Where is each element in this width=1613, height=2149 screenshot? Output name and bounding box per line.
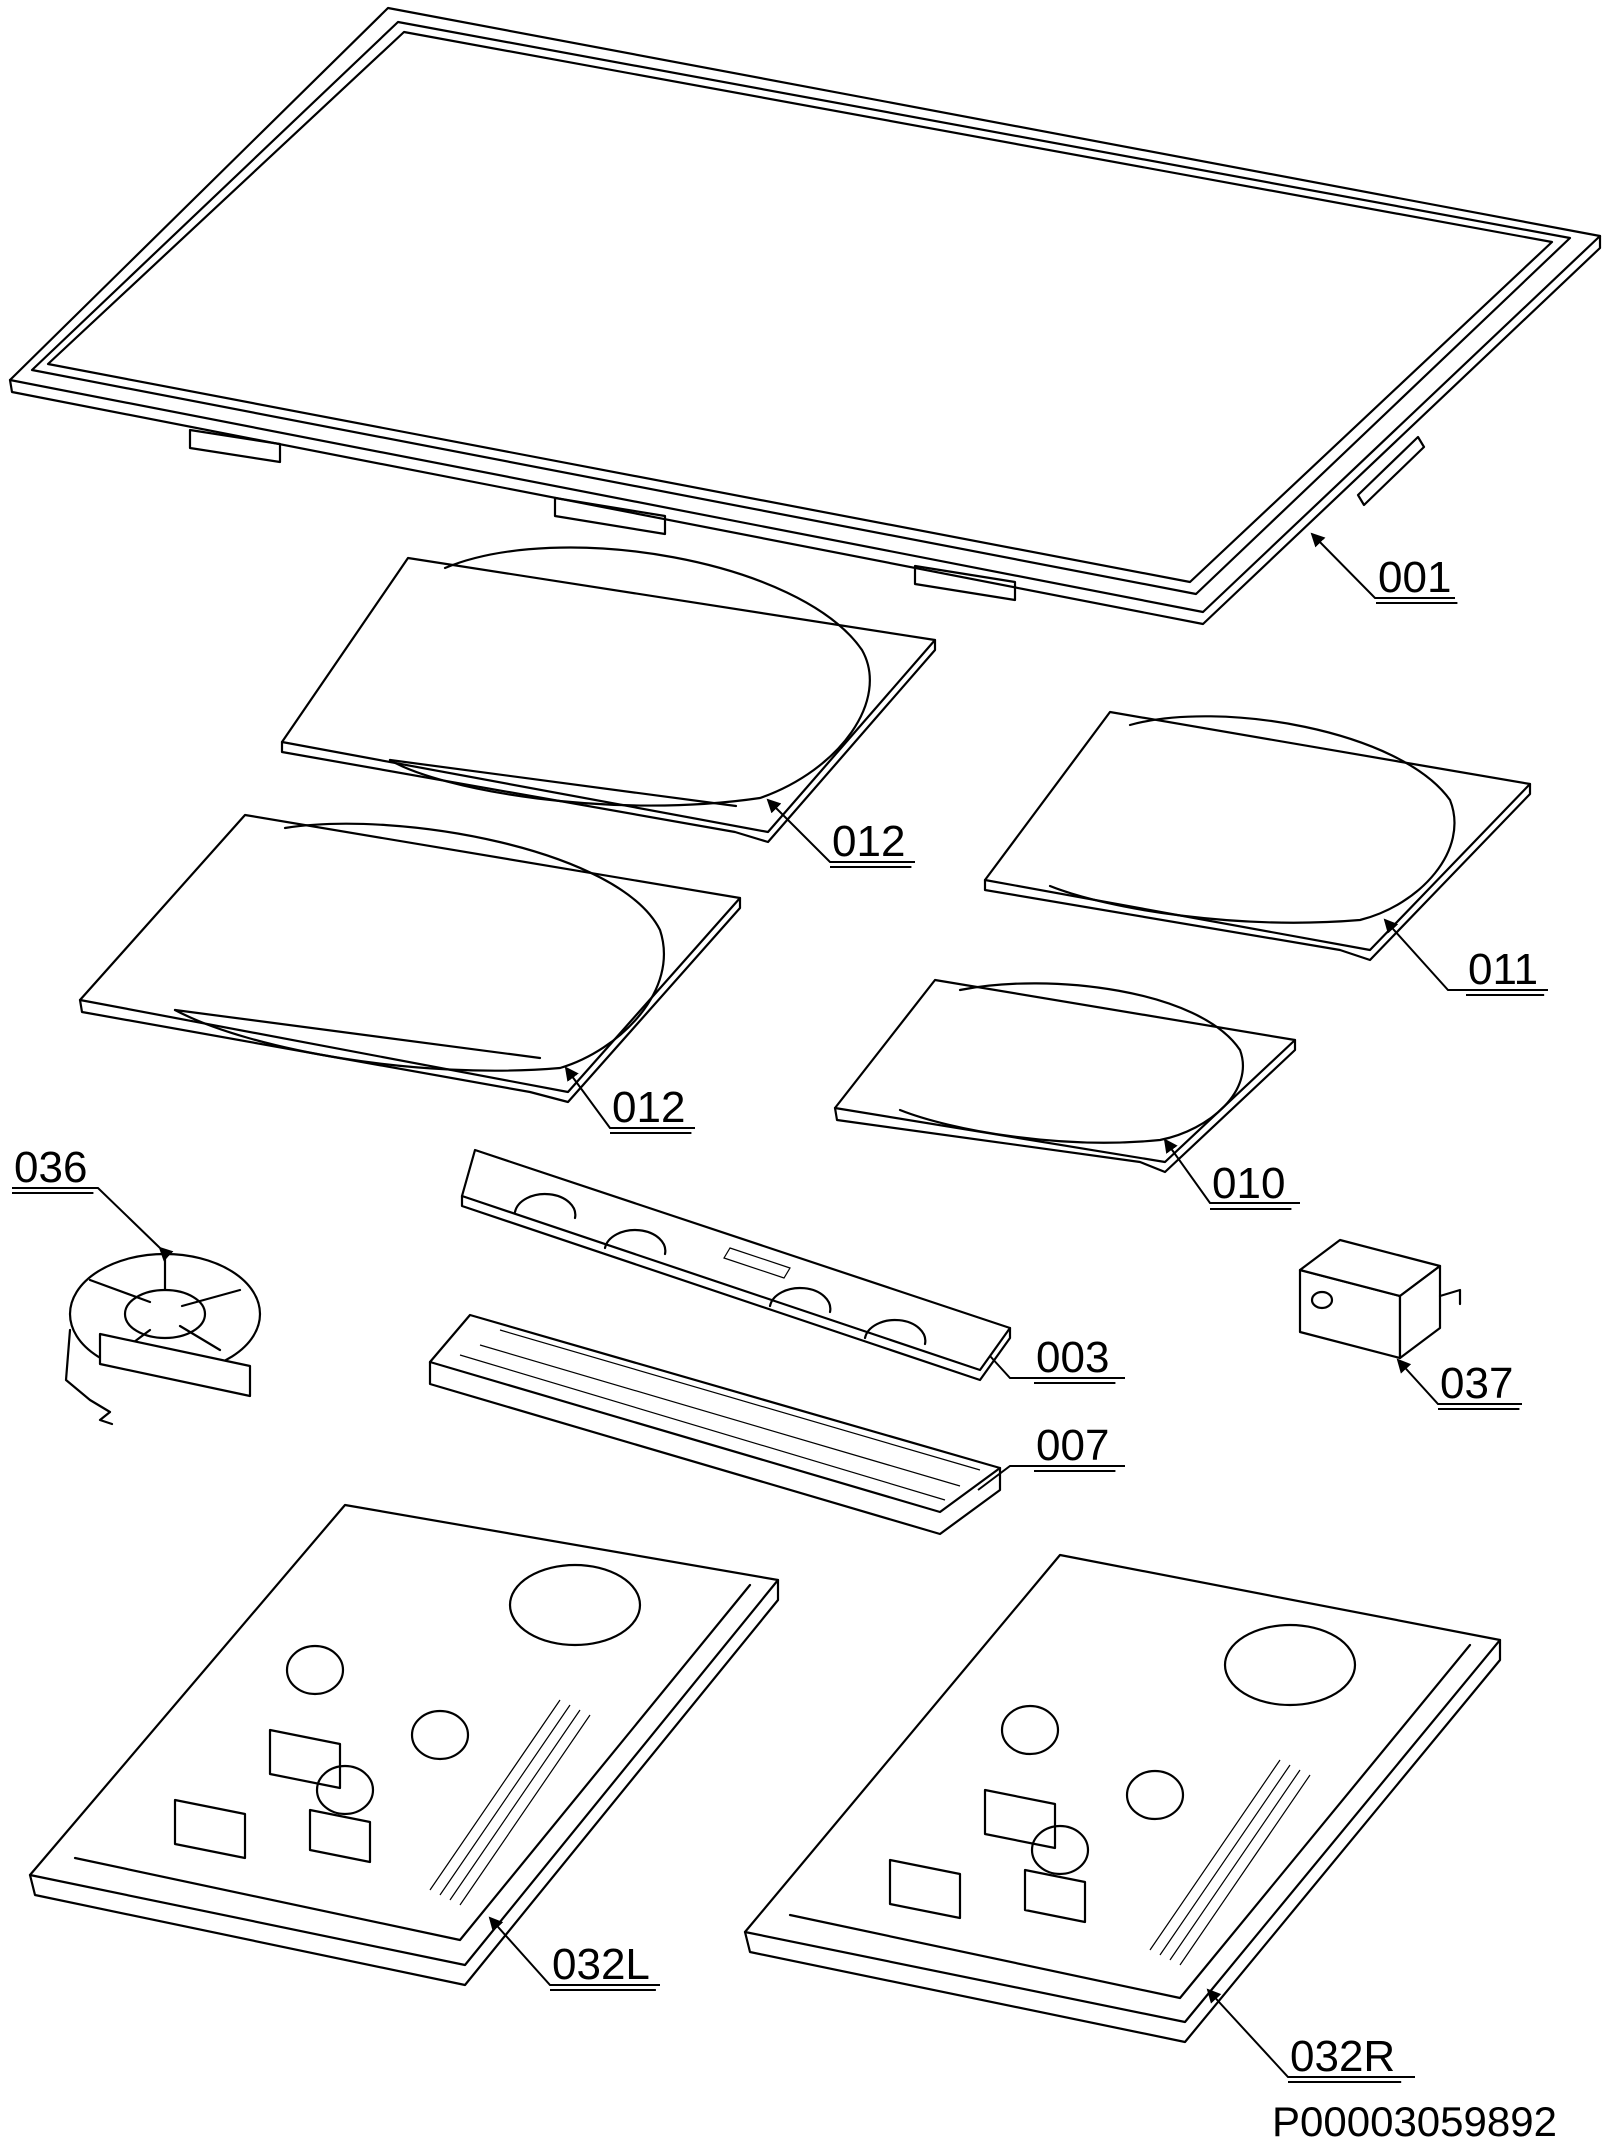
label-032L: 032L (552, 1940, 650, 1989)
cooling-fan-036 (64, 1252, 262, 1426)
terminal-block-037 (1298, 1238, 1462, 1360)
keyboard-holder-007 (428, 1313, 1002, 1536)
label-001: 001 (1378, 553, 1451, 602)
coil-panel-012-top (280, 546, 937, 844)
label-007: 007 (1036, 1421, 1109, 1470)
label-010: 010 (1212, 1159, 1285, 1208)
label-011: 011 (1468, 945, 1538, 994)
document-id: P00003059892 (1272, 2098, 1557, 2145)
label-037: 037 (1440, 1359, 1513, 1408)
label-036: 036 (14, 1143, 87, 1192)
part-labels: 001 012 011 012 010 036 003 037 007 032L… (12, 553, 1545, 2083)
label-012-bottom: 012 (612, 1083, 685, 1132)
label-012-top: 012 (832, 817, 905, 866)
power-board-032L (28, 1503, 780, 1987)
coil-panel-012-bottom (78, 813, 742, 1104)
coil-panel-011 (983, 710, 1532, 962)
label-032R: 032R (1290, 2032, 1395, 2081)
power-board-032R (743, 1553, 1502, 2044)
label-003: 003 (1036, 1333, 1109, 1382)
control-board-003 (460, 1148, 1012, 1382)
leader-lines (12, 532, 1548, 2078)
coil-panel-010 (833, 978, 1297, 1174)
glass-top-frame (8, 6, 1602, 626)
